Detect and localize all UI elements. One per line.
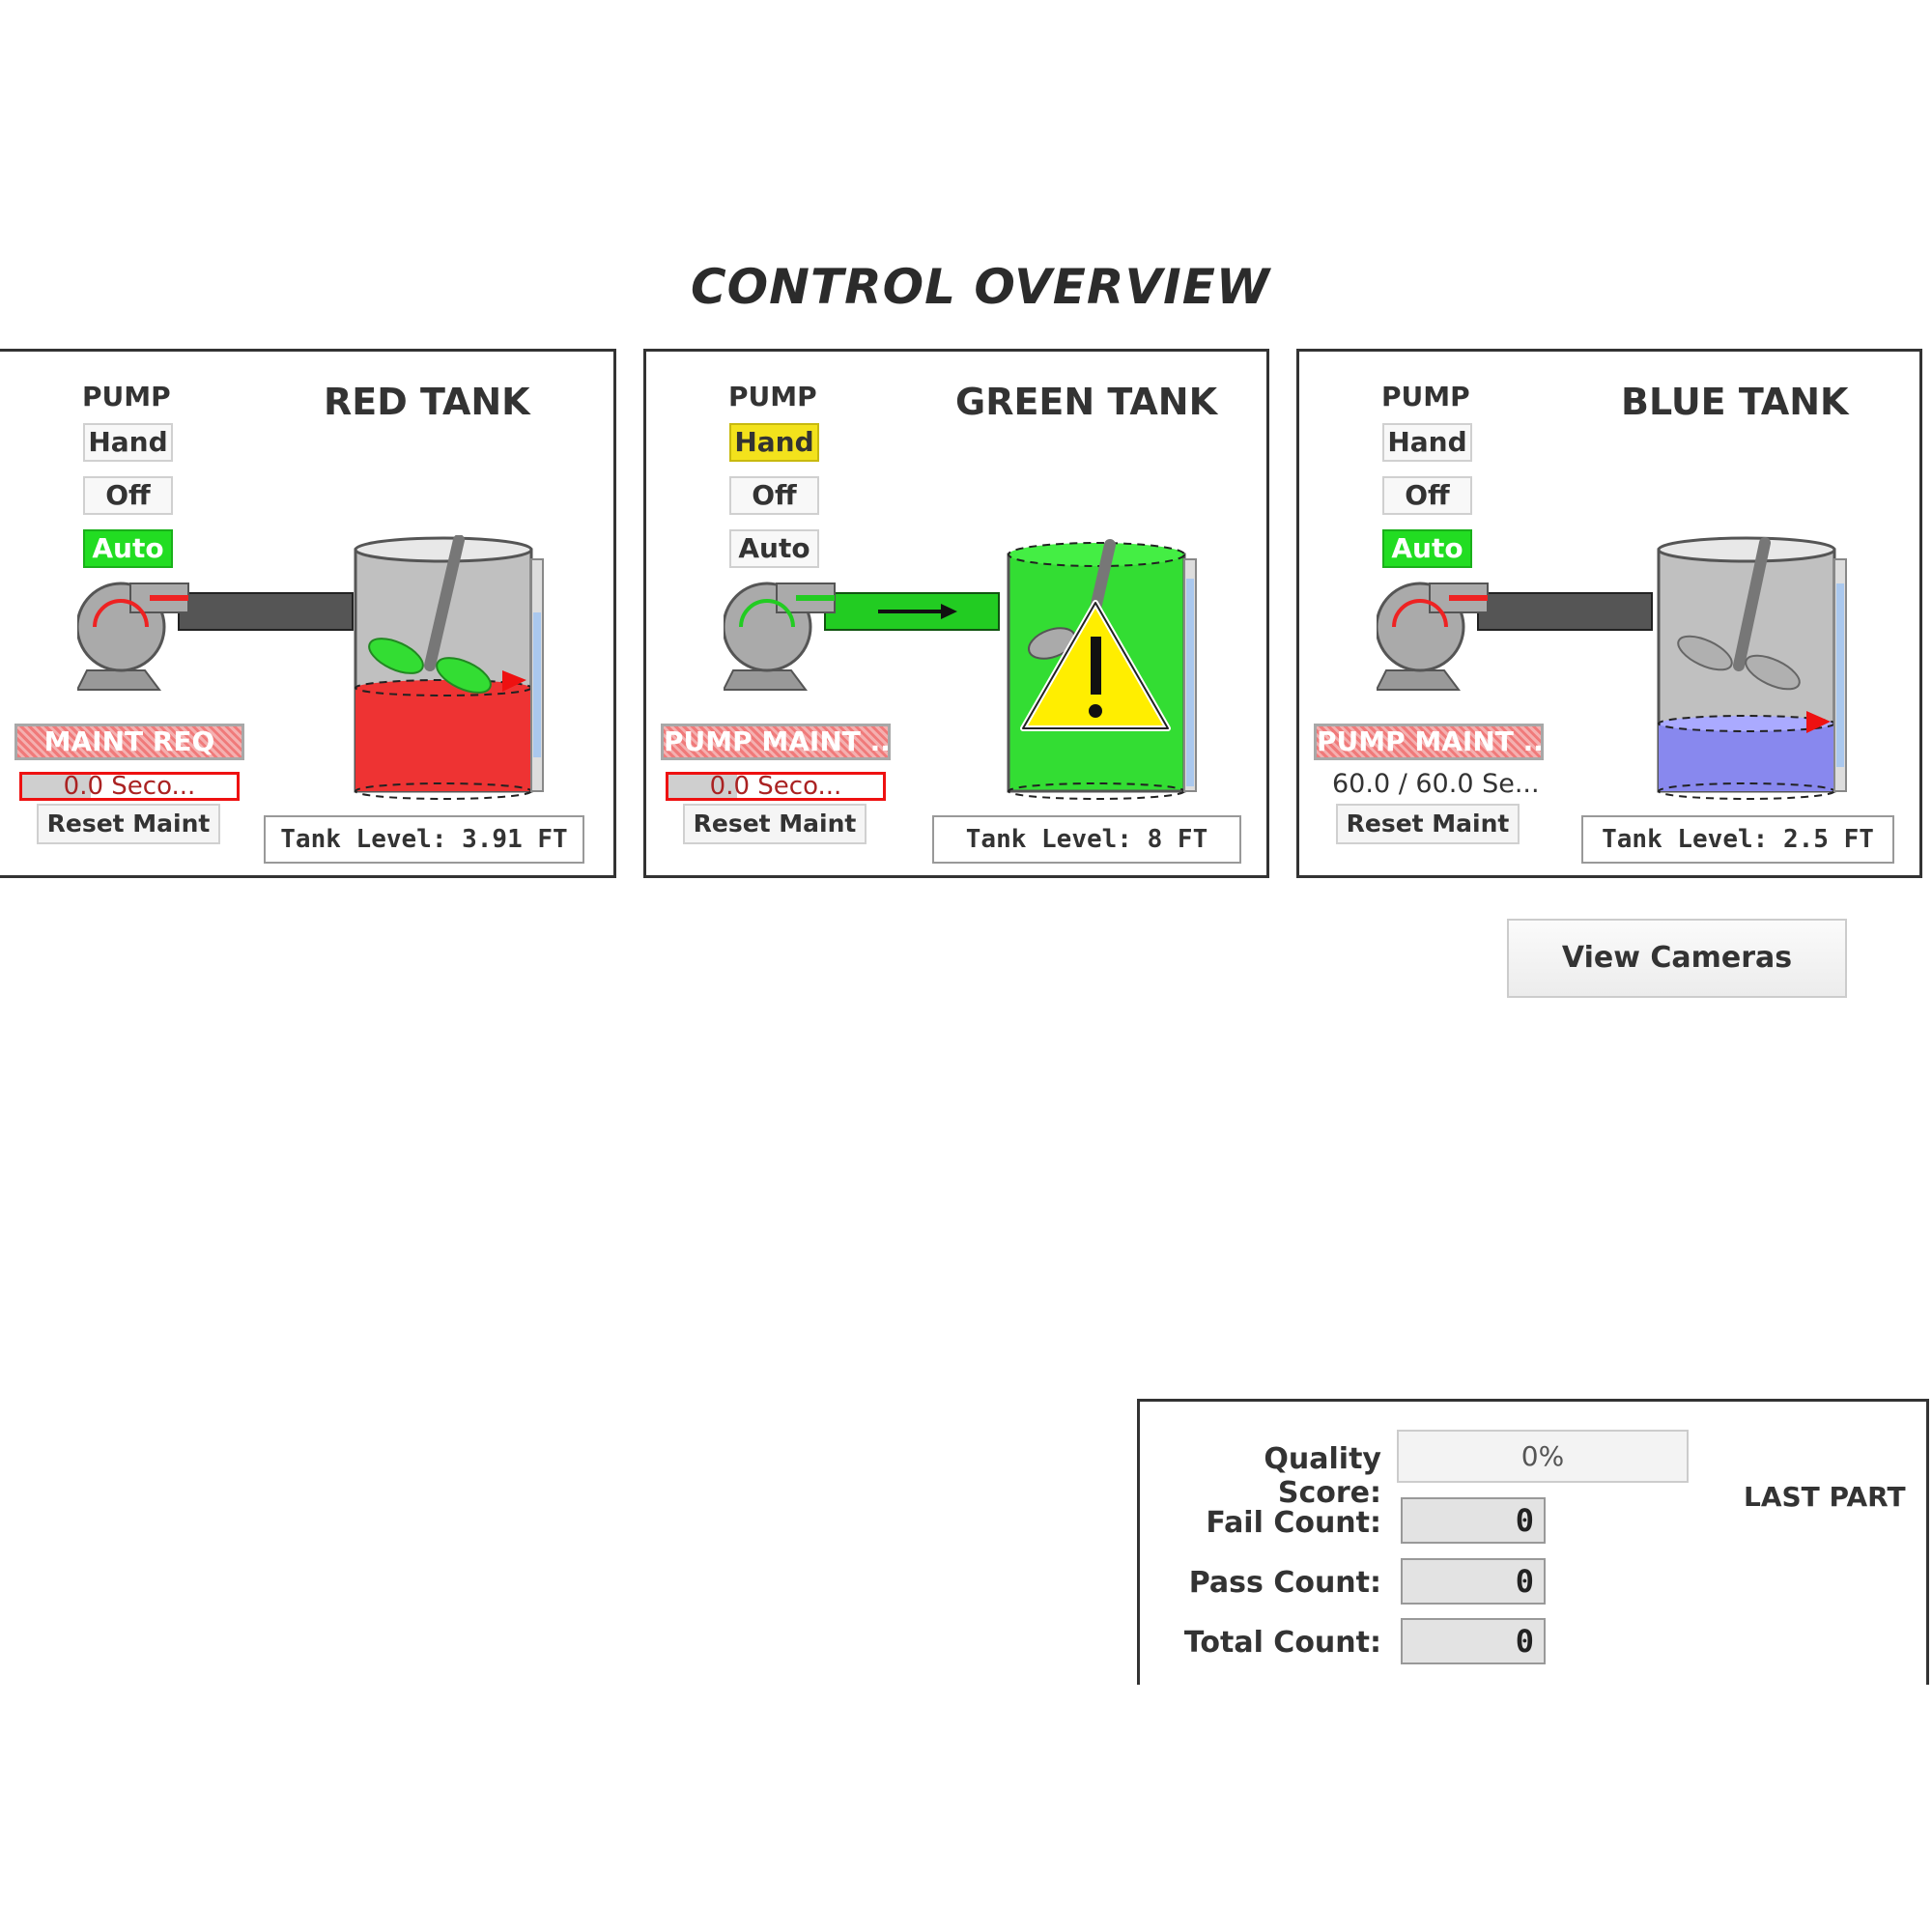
blue-tank-panel: PUMP BLUE TANK Hand Off Auto PUMP M bbox=[1296, 349, 1922, 878]
mixer-icon bbox=[368, 535, 492, 694]
tank-level-readout: Tank Level: 8 FT bbox=[932, 815, 1241, 864]
mode-auto-button[interactable]: Auto bbox=[1382, 529, 1472, 568]
flow-arrow-icon bbox=[941, 604, 957, 619]
pump-icon[interactable] bbox=[77, 582, 354, 691]
tank-title: GREEN TANK bbox=[955, 381, 1218, 423]
fail-count-value: 0 bbox=[1401, 1497, 1546, 1544]
mixer-icon bbox=[1677, 537, 1801, 691]
tank-graphic bbox=[1377, 536, 1847, 800]
mode-off-button[interactable]: Off bbox=[729, 476, 819, 515]
tank-icon bbox=[1657, 536, 1847, 800]
reset-maint-button[interactable]: Reset Maint bbox=[37, 804, 220, 844]
total-count-value: 0 bbox=[1401, 1618, 1546, 1664]
reset-maint-button[interactable]: Reset Maint bbox=[683, 804, 867, 844]
total-count-label: Total Count: bbox=[1183, 1626, 1381, 1660]
pass-count-label: Pass Count: bbox=[1188, 1566, 1381, 1600]
pump-label: PUMP bbox=[82, 381, 171, 412]
quality-panel: Quality Score: 0% Fail Count: 0 Pass Cou… bbox=[1137, 1399, 1929, 1685]
page-title: CONTROL OVERVIEW bbox=[690, 259, 1271, 315]
mode-off-button[interactable]: Off bbox=[83, 476, 173, 515]
maint-required-banner: MAINT REQ bbox=[14, 724, 244, 760]
mode-hand-button[interactable]: Hand bbox=[1382, 423, 1472, 462]
last-part-label: LAST PART bbox=[1744, 1481, 1906, 1513]
quality-score-label: Quality Score: bbox=[1264, 1442, 1381, 1510]
pump-label: PUMP bbox=[728, 381, 817, 412]
maint-timer: 0.0 Seco... bbox=[19, 772, 240, 801]
tank-level-readout: Tank Level: 3.91 FT bbox=[264, 815, 584, 864]
fail-count-label: Fail Count: bbox=[1206, 1506, 1381, 1540]
mode-off-button[interactable]: Off bbox=[1382, 476, 1472, 515]
tank-graphic bbox=[724, 539, 1197, 800]
tank-title: RED TANK bbox=[324, 381, 530, 423]
maint-timer: 0.0 Seco... bbox=[666, 772, 886, 801]
quality-score-value: 0% bbox=[1397, 1430, 1689, 1483]
red-tank-panel: PUMP RED TANK Hand Off Auto MAINT R bbox=[0, 349, 616, 878]
maint-timer: 60.0 / 60.0 Se... bbox=[1332, 769, 1540, 799]
mode-hand-button[interactable]: Hand bbox=[729, 423, 819, 462]
pass-count-value: 0 bbox=[1401, 1558, 1546, 1605]
pump-icon[interactable] bbox=[724, 582, 1000, 691]
pump-icon[interactable] bbox=[1377, 582, 1653, 691]
green-tank-panel: PUMP GREEN TANK Hand Off Auto bbox=[643, 349, 1269, 878]
tank-title: BLUE TANK bbox=[1621, 381, 1849, 423]
pump-label: PUMP bbox=[1381, 381, 1470, 412]
pump-maint-banner: PUMP MAINT ... bbox=[1314, 724, 1544, 760]
reset-maint-button[interactable]: Reset Maint bbox=[1336, 804, 1520, 844]
tank-graphic bbox=[77, 535, 544, 800]
mode-auto-button[interactable]: Auto bbox=[83, 529, 173, 568]
mode-auto-button[interactable]: Auto bbox=[729, 529, 819, 568]
mode-hand-button[interactable]: Hand bbox=[83, 423, 173, 462]
pump-maint-banner: PUMP MAINT ... bbox=[661, 724, 891, 760]
tank-level-readout: Tank Level: 2.5 FT bbox=[1581, 815, 1894, 864]
warning-icon bbox=[1020, 600, 1171, 731]
view-cameras-button[interactable]: View Cameras bbox=[1507, 919, 1847, 998]
